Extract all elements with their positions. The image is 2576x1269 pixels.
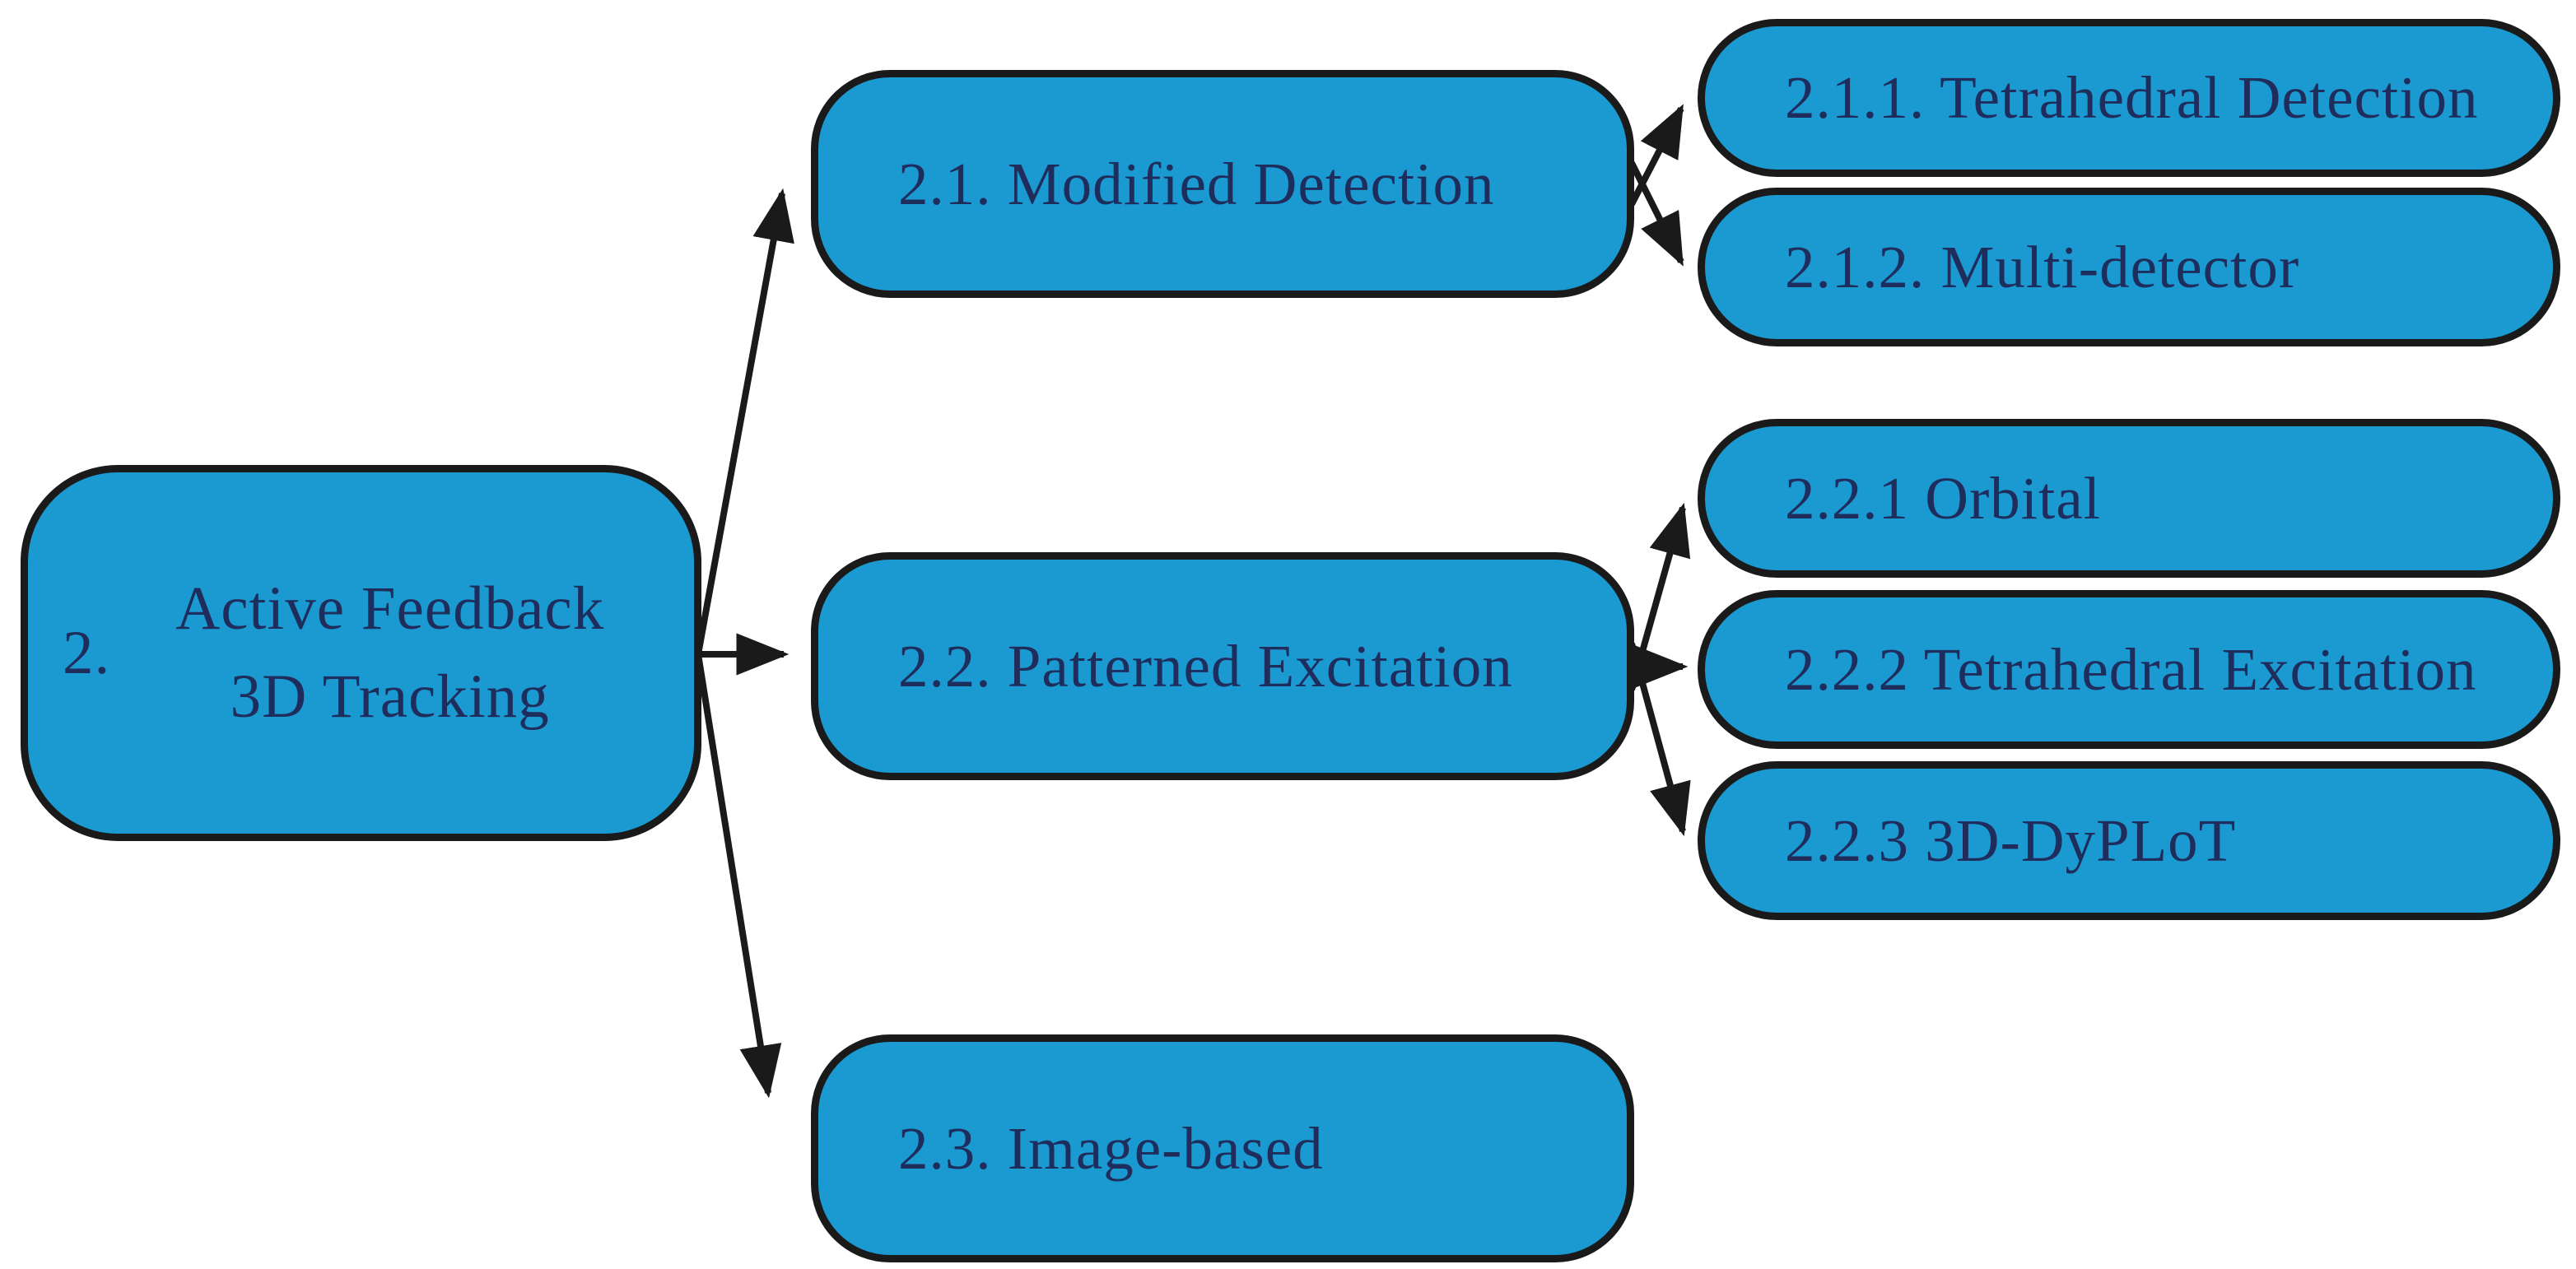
node-label: 2.2.1 Orbital <box>1785 464 2102 532</box>
arrow-2-2-to-2-2-3 <box>1628 642 1691 837</box>
arrow-root-to-2-3 <box>695 653 782 1099</box>
node-label-line2: 3D Tracking <box>230 662 550 731</box>
node-label: 2.2. Patterned Excitation <box>898 632 1513 700</box>
node-active-feedback-3d-tracking: 2. Active Feedback 3D Tracking <box>21 465 701 841</box>
node-label: 2.1. Modified Detection <box>898 150 1495 217</box>
node-tetrahedral-excitation: 2.2.2 Tetrahedral Excitation <box>1698 590 2560 749</box>
arrow-2-1-to-2-1-2 <box>1628 161 1684 267</box>
node-image-based: 2.3. Image-based <box>811 1034 1634 1262</box>
node-label: 2.2.2 Tetrahedral Excitation <box>1785 635 2477 703</box>
node-label-line1: Active Feedback <box>175 574 605 643</box>
node-label: 2.1.1. Tetrahedral Detection <box>1785 64 2479 131</box>
node-3d-dyplot: 2.2.3 3D-DyPLoT <box>1698 761 2560 920</box>
node-modified-detection: 2.1. Modified Detection <box>811 70 1634 298</box>
node-number: 2. <box>63 618 111 687</box>
node-orbital: 2.2.1 Orbital <box>1698 419 2560 578</box>
node-tetrahedral-detection: 2.1.1. Tetrahedral Detection <box>1698 19 2560 177</box>
node-label: 2.1.2. Multi-detector <box>1785 233 2300 300</box>
node-label: 2.2.3 3D-DyPLoT <box>1785 806 2237 874</box>
arrow-2-1-to-2-1-1 <box>1628 104 1684 206</box>
node-patterned-excitation: 2.2. Patterned Excitation <box>811 552 1634 780</box>
node-multi-detector: 2.1.2. Multi-detector <box>1698 188 2560 346</box>
arrow-root-to-2-1 <box>695 188 794 655</box>
node-label: Active Feedback 3D Tracking <box>110 565 669 741</box>
node-label: 2.3. Image-based <box>898 1114 1324 1182</box>
